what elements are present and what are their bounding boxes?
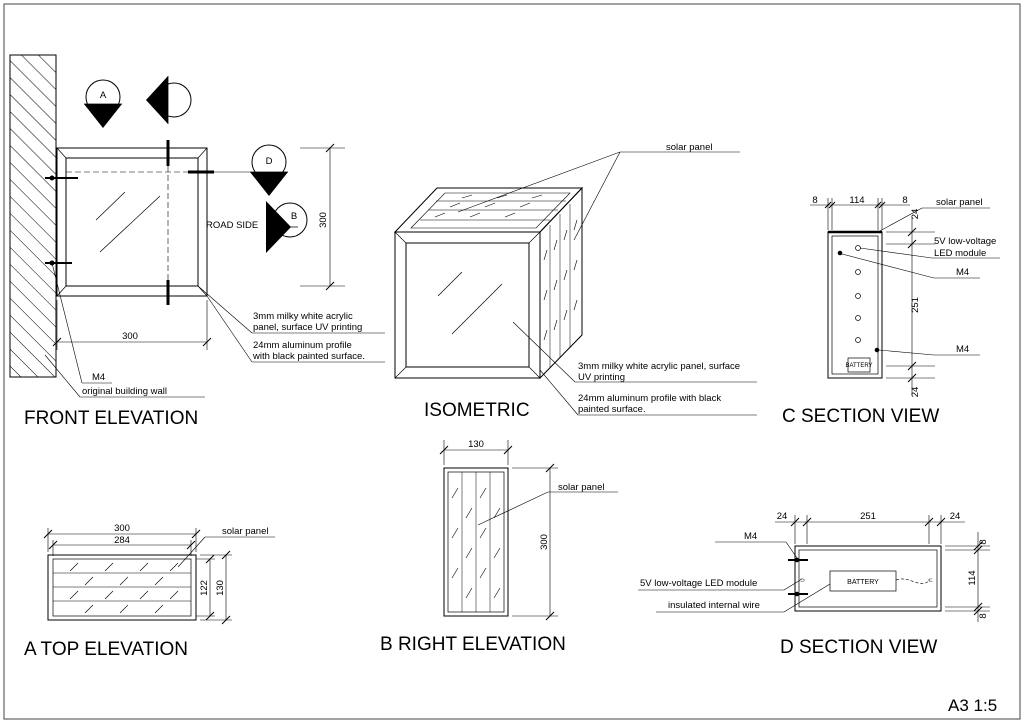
c-dim-top-right: 8: [902, 195, 907, 206]
sheet-scale-label: A3 1:5: [948, 696, 997, 715]
marker-b-label: B: [291, 211, 297, 222]
front-height-dimension: 300: [318, 212, 329, 228]
c-solar-label: solar panel: [936, 197, 982, 208]
iso-solar-label: solar panel: [666, 142, 712, 153]
marker-c-label: C: [162, 96, 169, 107]
b-right-outer: [443, 467, 509, 617]
d-internal-wire: [895, 578, 931, 584]
section-marker-d: D: [250, 144, 288, 196]
d-dim-side-top: 8: [978, 539, 989, 544]
a-dim-inner: 284: [114, 535, 130, 546]
a-dim-outer: 300: [114, 523, 130, 534]
a-dim-h-outer: 130: [215, 580, 226, 596]
iso-acrylic-label-2: UV printing: [578, 372, 625, 383]
d-section-title: D SECTION VIEW: [780, 637, 937, 658]
d-led-label: 5V low-voltage LED module: [640, 578, 757, 589]
d-led-left: ⊃: [800, 578, 805, 584]
iso-profile-label-2: painted surface.: [578, 404, 646, 415]
front-acrylic-label-1: 3mm milky white acrylic: [253, 311, 353, 322]
box-inner-panel: [65, 157, 199, 287]
c-section-outer: [827, 231, 883, 379]
c-led-label-1: 5V low-voltage: [934, 236, 996, 247]
b-right-title: B RIGHT ELEVATION: [380, 634, 566, 655]
d-battery-label: BATTERY: [847, 579, 879, 586]
iso-right-face: [539, 186, 583, 380]
front-profile-label-2: with black painted surface.: [252, 351, 365, 362]
c-m4-lower-label: M4: [956, 344, 969, 355]
isometric-view: solar panel 3mm milky white acrylic pane…: [393, 142, 757, 421]
c-section-view: BATTERY 8 114 8 24 251 24 solar panel 5V: [782, 195, 1000, 427]
iso-acrylic-label-1: 3mm milky white acrylic panel, surface: [578, 361, 740, 372]
c-dim-side-bottom: 24: [910, 387, 921, 398]
front-profile-label-1: 24mm aluminum profile: [253, 340, 352, 351]
d-dim-side-bottom: 8: [978, 613, 989, 618]
isometric-title: ISOMETRIC: [424, 400, 530, 421]
marker-a-label: A: [100, 90, 107, 101]
d-led-right: ⊂: [928, 578, 933, 584]
c-dim-side-top: 24: [910, 209, 921, 220]
b-solar-label: solar panel: [558, 482, 604, 493]
c-led-label-2: LED module: [934, 248, 986, 259]
d-dim-top-right: 24: [950, 511, 961, 522]
marker-d-label: D: [266, 156, 273, 167]
d-dim-top-left: 24: [777, 511, 788, 522]
c-dim-top-left: 8: [812, 195, 817, 206]
d-m4-label: M4: [744, 531, 757, 542]
section-marker-a: A: [84, 79, 122, 128]
c-battery: [847, 357, 871, 373]
front-width-dimension: 300: [122, 331, 138, 342]
front-elevation-view: A C D B ROAD SIDE 300: [9, 54, 385, 429]
c-battery-label: BATTERY: [845, 363, 872, 369]
section-marker-c: C: [146, 76, 192, 124]
iso-profile-label-1: 24mm aluminum profile with black: [578, 393, 721, 404]
d-battery: [829, 570, 897, 592]
c-dim-top-center: 114: [849, 195, 864, 206]
a-top-title: A TOP ELEVATION: [24, 639, 188, 660]
section-marker-b: B: [266, 201, 308, 253]
c-section-title: C SECTION VIEW: [782, 406, 939, 427]
sheet-border: [3, 3, 1021, 720]
b-right-elevation-view: 130 300 solar panel B RIGHT ELEVATION: [380, 439, 618, 655]
d-wire-label: insulated internal wire: [668, 600, 760, 611]
a-top-elevation-view: 300 284 130 122 solar panel A TOP ELEVAT…: [24, 523, 275, 660]
a-top-outer: [47, 554, 197, 621]
road-side-label: ROAD SIDE: [206, 220, 258, 231]
d-dim-top-center: 251: [860, 511, 876, 522]
b-dim-height: 300: [539, 534, 550, 550]
b-dim-width: 130: [468, 439, 484, 450]
front-m4-label: M4: [92, 372, 105, 383]
iso-front-face: [394, 231, 541, 379]
building-wall: [9, 54, 57, 378]
wall-label: original building wall: [82, 386, 167, 397]
d-section-view: BATTERY ⊃ ⊂ 24 251 24 8 114 8: [638, 511, 990, 658]
box-outer-frame: [56, 147, 208, 297]
front-elevation-title: FRONT ELEVATION: [24, 408, 198, 429]
d-dim-side-center: 114: [967, 570, 978, 585]
c-m4-upper-label: M4: [956, 267, 969, 278]
a-solar-label: solar panel: [222, 526, 268, 537]
d-section-outer: [794, 545, 942, 612]
a-dim-h-inner: 122: [199, 580, 210, 596]
c-dim-side-center: 251: [910, 297, 921, 313]
front-acrylic-label-2: panel, surface UV printing: [253, 322, 362, 333]
